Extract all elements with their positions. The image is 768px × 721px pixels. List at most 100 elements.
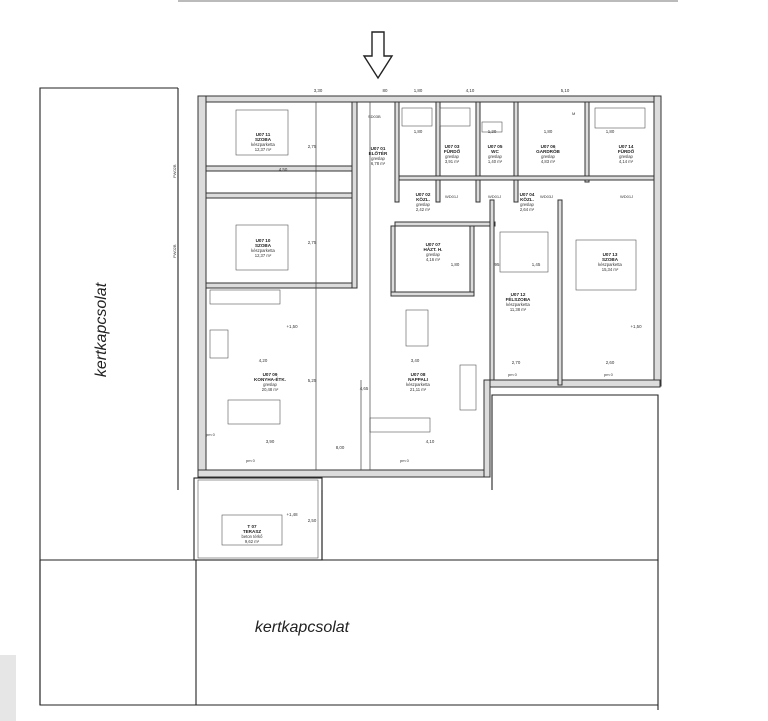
- room-material: greslap: [488, 154, 502, 159]
- room-name: KONYHA-ÉTK.: [254, 375, 286, 382]
- room-name: WC: [491, 149, 499, 154]
- room-area: 2,64 m²: [520, 207, 535, 212]
- room-area: 4,83 m²: [541, 159, 556, 164]
- room-name: SZOBA: [602, 257, 619, 262]
- room-name: ELŐTÉR: [369, 149, 388, 156]
- room-id: U07 06: [541, 144, 556, 149]
- dim-r12-w2: 95: [495, 262, 500, 267]
- room-name: KÖZL.: [416, 196, 430, 202]
- room-area: 4,16 m²: [426, 257, 441, 262]
- room-material: beton térkő: [242, 534, 264, 539]
- room-name: TERASZ: [243, 529, 262, 534]
- north-entry-arrow-icon: [362, 31, 394, 80]
- tag-pwd-1: PW02B: [172, 164, 177, 178]
- level-r13: +1,50: [630, 324, 642, 329]
- dim-r10-h: 2,75: [308, 240, 317, 245]
- room-name: SZOBA: [255, 137, 272, 142]
- room-material: greslap: [426, 252, 440, 257]
- room-area: 15,34 m²: [602, 267, 619, 272]
- tag-pwd-2: PW02B: [172, 244, 177, 258]
- tag-sd: SD03B: [368, 114, 381, 119]
- room-area: 4,14 m²: [619, 159, 634, 164]
- room-area: 11,38 m²: [510, 307, 527, 312]
- room-area: 20,48 m²: [262, 387, 279, 392]
- room-material: készparketta: [506, 302, 530, 307]
- dim-top-2: 80: [383, 88, 388, 93]
- top-strip: [178, 0, 678, 2]
- room-material: greslap: [541, 154, 555, 159]
- tag-pm-1: pm 0: [246, 458, 256, 463]
- room-id: U07 10: [256, 238, 271, 243]
- room-id: U07 14: [619, 144, 634, 149]
- room-id: U07 13: [603, 252, 618, 257]
- room-material: greslap: [619, 154, 633, 159]
- room-name: FÜRDŐ: [444, 148, 461, 154]
- dim-bottom-total: 8,00: [336, 445, 345, 450]
- room-id: U07 01: [371, 146, 386, 151]
- dim-inner-top-2: 1,20: [488, 129, 497, 134]
- tag-wd-2: WD01J: [488, 194, 501, 199]
- dim-r12: 2,70: [512, 360, 521, 365]
- dim-top-5: 5,10: [561, 88, 570, 93]
- room-area: 12,37 m²: [255, 253, 272, 258]
- dim-r13: 2,60: [606, 360, 615, 365]
- room-name: HÁZT. H.: [424, 246, 443, 252]
- dim-bottom-right: 4,10: [426, 439, 435, 444]
- room-area: 9,62 m²: [245, 539, 260, 544]
- room-material: készparketta: [598, 262, 622, 267]
- room-material: greslap: [520, 202, 534, 207]
- dim-inner-top-4: 1,80: [606, 129, 615, 134]
- room-id: U07 07: [426, 242, 441, 247]
- tag-m: M: [572, 111, 575, 116]
- room-name: SZOBA: [255, 243, 272, 248]
- room-material: készparketta: [251, 248, 275, 253]
- dim-inner-top-1: 1,80: [414, 129, 423, 134]
- room-id: U07 04: [520, 192, 535, 197]
- dim-r08-w: 3,40: [411, 358, 420, 363]
- tag-pm-3: pm 0: [508, 372, 518, 377]
- room-name: FÉLSZOBA: [506, 295, 531, 302]
- room-id: U07 08: [411, 372, 426, 377]
- garden-outline: [39, 87, 659, 710]
- room-id: U07 02: [416, 192, 431, 197]
- dim-r11-h: 2,75: [308, 144, 317, 149]
- dim-r09-w: 4,20: [259, 358, 268, 363]
- room-id: U07 05: [488, 144, 503, 149]
- room-id: U07 12: [511, 292, 526, 297]
- tag-wd-3: WD01J: [620, 194, 633, 199]
- dim-r08-h: 4,65: [360, 386, 369, 391]
- level-r09: +1,50: [286, 324, 298, 329]
- dim-terrace-h: 2,50: [308, 518, 317, 523]
- tag-pm-2: pm 0: [400, 458, 410, 463]
- room-id: U07 11: [256, 132, 271, 137]
- tag-wd-4: WD03J: [540, 194, 553, 199]
- room-area: 12,37 m²: [255, 147, 272, 152]
- room-area: 6,78 m²: [371, 161, 386, 166]
- tag-wd-1: WD01J: [445, 194, 458, 199]
- dimensions: 3,30 80 1,80 4,10 5,10 1,80 1,20 1,80 1,…: [259, 88, 642, 523]
- room-material: készparketta: [251, 142, 275, 147]
- dim-top-3: 1,80: [414, 88, 423, 93]
- dim-r11-w: 4,50: [279, 167, 288, 172]
- dim-r09-h: 5,25: [308, 378, 317, 383]
- room-material: greslap: [416, 202, 430, 207]
- garden-label-bottom: kertkapcsolat: [255, 619, 350, 636]
- room-area: 1,40 m²: [488, 159, 503, 164]
- dim-top-1: 3,30: [314, 88, 323, 93]
- interior-walls: [205, 101, 655, 386]
- left-gray-band: [0, 655, 16, 721]
- room-area: 3,91 m²: [445, 159, 460, 164]
- room-material: greslap: [263, 382, 277, 387]
